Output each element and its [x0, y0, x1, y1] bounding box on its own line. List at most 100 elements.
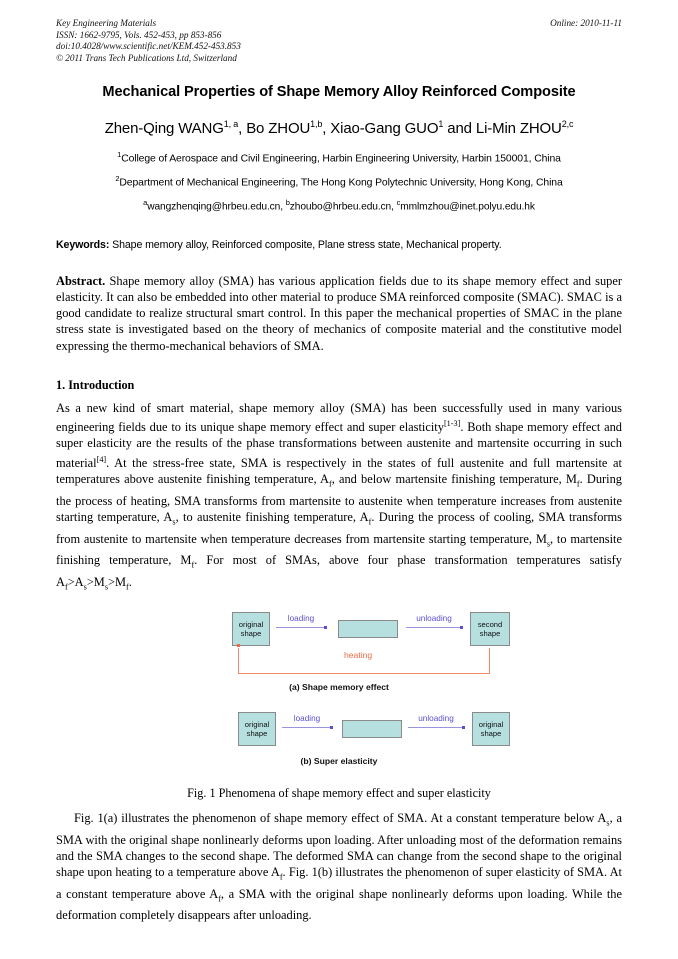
- sub-s-4: s: [104, 582, 109, 592]
- panel-a-arrow-unloading: [406, 626, 462, 628]
- panel-b-box1-line2: shape: [246, 728, 268, 738]
- author-4-name: Li-Min ZHOU: [475, 120, 562, 138]
- keywords-label: Keywords:: [56, 238, 110, 251]
- abstract-paragraph: Abstract. Shape memory alloy (SMA) has v…: [56, 273, 622, 354]
- p1-part-a: As a new kind of smart material, shape m…: [56, 400, 622, 435]
- panel-b-box1-line1: original: [244, 719, 270, 729]
- sub-f-2: f: [576, 479, 580, 489]
- panel-a-label-unloading: unloading: [416, 613, 452, 623]
- panel-a-heating-path: [238, 647, 490, 674]
- affiliation-2: 2Department of Mechanical Engineering, T…: [56, 174, 622, 188]
- author-emails: awangzhenqing@hrbeu.edu.cn, bzhoubo@hrbe…: [56, 198, 622, 212]
- p2-part-b: , a SMA with the original shape nonlinea…: [56, 810, 623, 880]
- affiliation-1: 1College of Aerospace and Civil Engineer…: [56, 150, 622, 164]
- author-3-sup: 1: [438, 119, 444, 130]
- panel-a-box-original-shape: original shape: [232, 611, 270, 646]
- sub-s-3: s: [83, 582, 87, 592]
- p1-part-h: , to martensite finishing temperature, M: [56, 531, 622, 568]
- p2-sub-s-1: s: [606, 818, 610, 828]
- panel-a-arrow-loading: [276, 626, 326, 628]
- email-3-marker: c: [396, 198, 401, 208]
- author-2-name: Bo ZHOU: [246, 120, 311, 138]
- panel-b-arrow-loading: [282, 726, 332, 728]
- panel-b-box-original-shape-right: original shape: [472, 711, 510, 746]
- panel-a-box1-line1: original: [238, 619, 264, 629]
- sub-f-4: f: [191, 560, 195, 570]
- journal-header: Key Engineering Materials ISSN: 1662-979…: [56, 18, 622, 64]
- author-sep-1: ,: [238, 120, 247, 138]
- abstract-label: Abstract.: [56, 273, 106, 288]
- keywords-line: Keywords: Shape memory alloy, Reinforced…: [56, 239, 622, 251]
- panel-b-caption: (b) Super elasticity: [300, 755, 378, 766]
- page-title: Mechanical Properties of Shape Memory Al…: [102, 84, 576, 101]
- panel-a-label-loading: loading: [287, 613, 315, 623]
- p1-part-d: , and below martensite finishing tempera…: [331, 471, 577, 486]
- p2-part-d: , a SMA with the original shape nonlinea…: [56, 886, 622, 923]
- panel-b-box-original-shape-left: original shape: [238, 711, 276, 746]
- p2-sub-f-2: f: [218, 894, 221, 904]
- sub-s-1: s: [172, 517, 176, 527]
- panel-b-arrowhead-loading: [330, 725, 333, 729]
- p2-part-a: Fig. 1(a) illustrates the phenomenon of …: [74, 810, 607, 825]
- panel-a-box1-line2: shape: [240, 628, 262, 638]
- section-1-paragraph-1: As a new kind of smart material, shape m…: [56, 400, 622, 596]
- sub-f-5: f: [64, 582, 68, 592]
- panel-b-label-unloading: unloading: [418, 713, 454, 723]
- affiliation-2-marker: 2: [115, 173, 120, 183]
- p1-part-f: , to austenite finishing temperature, A: [175, 509, 369, 524]
- sub-f-1: f: [328, 479, 332, 489]
- citation-1-3: [1-3]: [443, 418, 461, 428]
- sub-f-3: f: [368, 517, 372, 527]
- p1-part-j: >A: [67, 575, 84, 590]
- p2-sub-f-1: f: [279, 872, 283, 882]
- p1-part-i: . For most of SMAs, above four phase tra…: [56, 553, 622, 590]
- panel-a-box-deformed-shape: [338, 619, 398, 638]
- p1-part-e: . During the process of heating, SMA tra…: [56, 471, 622, 524]
- panel-a-box-second-shape: second shape: [470, 611, 510, 646]
- panel-a-arrowhead-unloading: [460, 625, 463, 629]
- panel-a-box3-line2: shape: [479, 628, 501, 638]
- panel-b-label-loading: loading: [293, 713, 321, 723]
- journal-name: Key Engineering Materials: [56, 18, 157, 28]
- citation-4: [4]: [96, 454, 107, 464]
- journal-issn: ISSN: 1662-9795, Vols. 452-453, pp 853-8…: [56, 29, 222, 40]
- abstract-text: Shape memory alloy (SMA) has various app…: [56, 273, 622, 353]
- panel-b-arrow-unloading: [408, 726, 464, 728]
- panel-b-box3-line1: original: [478, 719, 504, 729]
- panel-a-box3-line1: second: [477, 619, 503, 629]
- author-4-sup: 2,c: [561, 119, 574, 130]
- section-1-paragraph-2: Fig. 1(a) illustrates the phenomenon of …: [56, 810, 622, 924]
- p1-part-b: . Both shape memory effect and super ela…: [56, 420, 622, 470]
- figure-1: original shape loading unloading second …: [56, 610, 622, 780]
- keywords-text: Shape memory alloy, Reinforced composite…: [109, 238, 502, 251]
- p1-part-g: . During the process of cooling, SMA tra…: [56, 509, 622, 546]
- email-1-marker: a: [143, 198, 148, 208]
- panel-a-label-heating: heating: [344, 649, 373, 660]
- author-1-sup: 1, a: [223, 119, 239, 130]
- p1-part-l: >M: [108, 575, 127, 590]
- affiliation-1-text: College of Aerospace and Civil Engineeri…: [121, 153, 561, 165]
- panel-a-heating-dot: [237, 643, 240, 647]
- email-3: mmlmzhou@inet.polyu.edu.hk: [400, 201, 535, 213]
- panel-b-arrowhead-unloading: [462, 725, 465, 729]
- affiliation-2-text: Department of Mechanical Engineering, Th…: [119, 177, 563, 189]
- affiliation-1-marker: 1: [117, 150, 122, 160]
- author-list: Zhen-Qing WANG1, a, Bo ZHOU1,b, Xiao-Gan…: [56, 119, 622, 137]
- author-3-name: Xiao-Gang GUO: [330, 120, 439, 138]
- journal-doi: doi:10.4028/www.scientific.net/KEM.452-4…: [56, 41, 241, 52]
- author-sep-2: ,: [322, 120, 331, 138]
- sub-s-2: s: [546, 539, 551, 549]
- author-sep-3: and: [443, 120, 476, 138]
- section-1-heading: 1. Introduction: [56, 377, 135, 392]
- author-1-name: Zhen-Qing WANG: [104, 120, 224, 138]
- panel-b-box3-line2: shape: [480, 728, 502, 738]
- panel-a-arrowhead-loading: [324, 625, 327, 629]
- email-1: wangzhenqing@hrbeu.edu.cn,: [147, 201, 286, 213]
- panel-b-box-deformed-shape: [342, 719, 402, 738]
- p1-part-c: . At the stress-free state, SMA is respe…: [56, 455, 622, 486]
- panel-a-caption: (a) Shape memory effect: [289, 681, 389, 692]
- email-2: zhoubo@hrbeu.edu.cn,: [289, 201, 397, 213]
- email-2-marker: b: [285, 198, 290, 208]
- p2-part-c: . Fig. 1(b) illustrates the phenomenon o…: [56, 865, 622, 901]
